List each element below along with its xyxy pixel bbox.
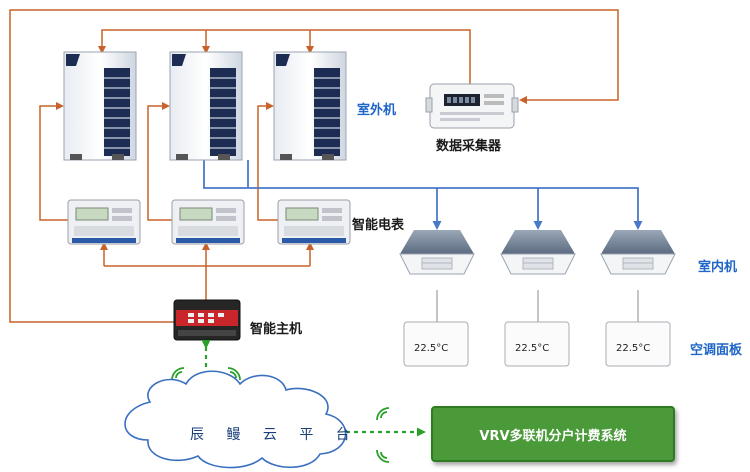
outdoor-unit-2 <box>169 51 243 161</box>
power-lines <box>9 9 619 323</box>
line-meter2-unit2 <box>147 102 172 221</box>
indoor-unit-2 <box>500 230 576 275</box>
wifi-icon <box>171 367 241 381</box>
outdoor-unit-1 <box>63 51 137 161</box>
svg-text:22.5°C: 22.5°C <box>414 343 448 354</box>
smart-meter-label: 智能电表 <box>352 218 405 233</box>
cloud-platform-shape <box>124 370 347 469</box>
wireless-cloud-vrv <box>339 407 426 463</box>
line-unit2-indoor <box>203 160 643 230</box>
wifi-icon <box>376 407 390 463</box>
smart-meter-3 <box>277 199 351 245</box>
panel-links <box>436 290 639 322</box>
data-collector <box>425 83 519 129</box>
data-collector-label: 数据采集器 <box>436 139 502 154</box>
svg-text:22.5°C: 22.5°C <box>616 343 650 354</box>
smart-host <box>173 299 241 341</box>
vrv-billing-system-box: VRV多联机分户计费系统 <box>431 406 675 462</box>
outdoor-unit-3 <box>273 51 347 161</box>
line-meter1-unit1 <box>39 102 68 221</box>
line-meter3-unit3 <box>257 102 278 221</box>
outdoor-unit-label: 室外机 <box>357 103 397 118</box>
indoor-unit-1 <box>399 230 475 275</box>
vrv-billing-system-label: VRV多联机分户计费系统 <box>479 428 627 444</box>
svg-text:22.5°C: 22.5°C <box>515 343 549 354</box>
line-collector-units <box>98 29 471 84</box>
signal-lines <box>203 160 643 230</box>
ac-panel-label: 空调面板 <box>690 343 743 358</box>
cloud-platform-label: 辰 鳗 云 平 台 <box>190 427 359 443</box>
smart-meter-2 <box>171 199 245 245</box>
line-host-frame <box>9 9 619 323</box>
ac-panel-1: 22.5°C <box>403 321 469 367</box>
smart-meter-1 <box>67 199 141 245</box>
ac-panel-3: 22.5°C <box>605 321 671 367</box>
ac-panel-2: 22.5°C <box>504 321 570 367</box>
smart-host-label: 智能主机 <box>250 322 303 337</box>
indoor-unit-label: 室内机 <box>698 260 738 275</box>
indoor-unit-3 <box>600 230 676 275</box>
